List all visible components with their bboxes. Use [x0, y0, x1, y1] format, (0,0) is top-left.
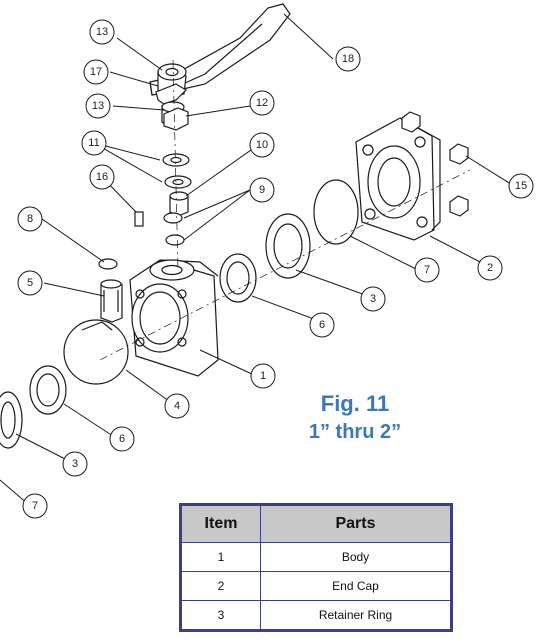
body-part	[129, 259, 219, 377]
callout-12: 12	[256, 97, 268, 109]
callout-7-left: 7	[32, 500, 38, 512]
callout-2: 2	[487, 262, 493, 274]
callout-13-lower: 13	[92, 100, 104, 112]
parts-table: Item Parts 1 Body 2 End Cap 3 Retainer R…	[179, 503, 453, 632]
stop-pin-part	[134, 211, 144, 227]
callout-18: 18	[342, 53, 354, 65]
callout-9: 9	[259, 184, 265, 196]
lock-saddle-part	[163, 107, 189, 131]
stop-plate-part	[155, 83, 187, 105]
seat-part	[29, 253, 257, 415]
callout-7-right: 7	[424, 264, 430, 276]
figure-title: Fig. 11	[320, 391, 390, 416]
row-part-name: Retainer Ring	[260, 600, 452, 631]
callout-10: 10	[256, 139, 268, 151]
table-row: 3 Retainer Ring	[180, 600, 452, 631]
row-part-name: End Cap	[260, 571, 452, 601]
stem-packing-part	[163, 212, 185, 246]
header-item: Item	[180, 504, 261, 543]
callout-1: 1	[260, 370, 266, 382]
callout-5: 5	[27, 277, 33, 289]
callout-11: 11	[88, 137, 99, 149]
end-cap-part	[355, 117, 441, 241]
table-header-row: Item Parts	[180, 504, 452, 543]
ball-part	[63, 319, 129, 385]
row-part-name: Body	[260, 542, 452, 572]
row-item-number: 2	[180, 571, 261, 601]
hex-nut-part	[401, 111, 469, 217]
figure-subtitle: 1” thru 2”	[308, 421, 402, 443]
table-row: 1 Body	[180, 542, 452, 572]
callout-6-left: 6	[119, 433, 125, 445]
row-item-number: 3	[180, 600, 261, 631]
callout-13-top: 13	[96, 26, 108, 38]
callout-6-right: 6	[319, 319, 325, 331]
stem-part	[100, 279, 123, 323]
row-item-number: 1	[180, 542, 261, 572]
callout-3-right: 3	[370, 293, 376, 305]
callout-15: 15	[515, 180, 527, 192]
table-row: 2 End Cap	[180, 571, 452, 601]
callout-4: 4	[174, 400, 180, 412]
header-parts: Parts	[260, 504, 452, 543]
callout-17: 17	[90, 66, 102, 78]
callout-16: 16	[96, 171, 108, 183]
gland-part	[169, 191, 189, 217]
body-seal-part	[313, 179, 359, 245]
washer-stack-part	[162, 153, 192, 189]
callout-8: 8	[27, 213, 33, 225]
callout-3-left: 3	[72, 458, 78, 470]
